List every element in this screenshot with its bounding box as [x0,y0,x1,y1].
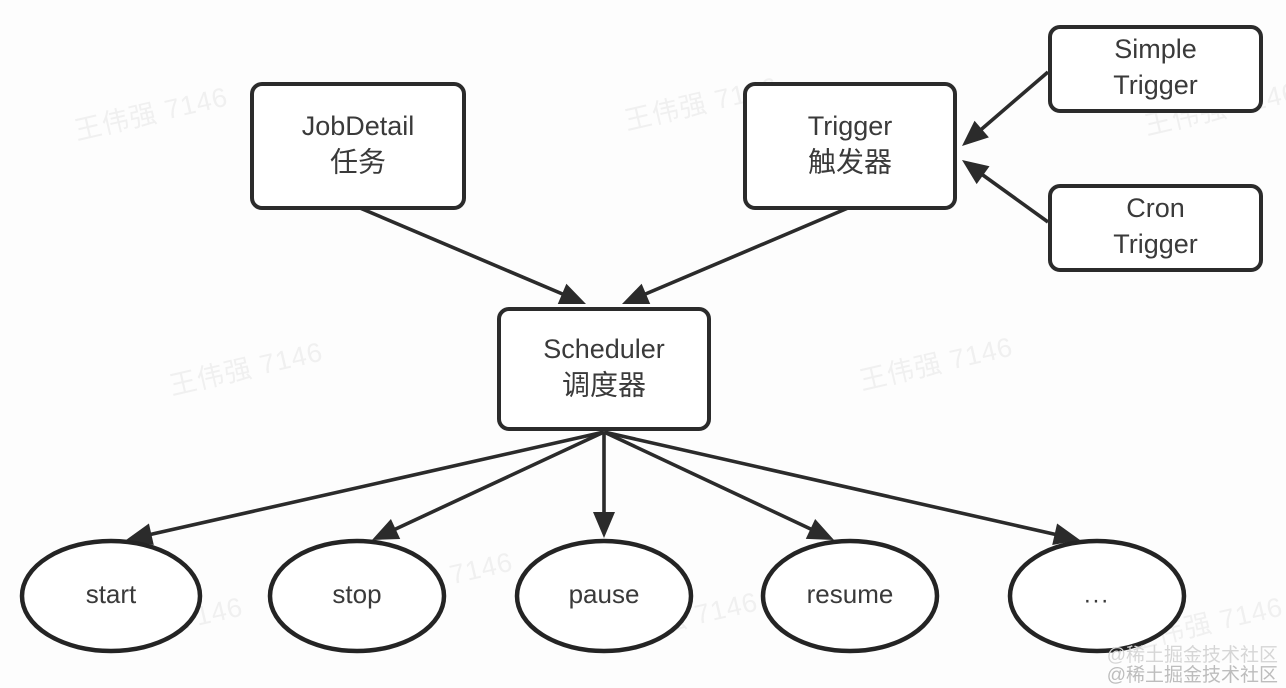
edge-scheduler-to-stop [372,430,605,540]
edge-scheduler-to-start [126,430,605,545]
operation-resume[interactable]: resume [760,538,940,654]
edge-line [603,430,815,533]
node-box-simple-trigger[interactable] [1048,25,1263,113]
arrowhead-icon [962,120,989,146]
operation-ellipse-stop[interactable] [267,538,447,654]
edge-scheduler-to-pause [593,432,615,538]
node-label-trigger-secondary: 触发器 [808,146,892,177]
edge-line [603,430,1059,537]
arrowhead-icon [557,283,586,304]
operation-stop[interactable]: stop [267,538,447,654]
node-label-jobdetail-secondary: 任务 [330,146,386,177]
edge-line [391,430,605,533]
edge-line [147,430,605,537]
operation-ellipse-pause[interactable] [514,538,694,654]
edge-line [641,206,849,298]
edge-jobdetail-to-scheduler [359,206,586,304]
operation-start[interactable]: start [19,538,203,654]
operation-pause[interactable]: pause [514,538,694,654]
arrowhead-icon [962,160,990,185]
node-label-scheduler-secondary: 调度器 [562,369,646,400]
operation-ellipse-resume[interactable] [760,538,940,654]
edge-trigger-to-scheduler [622,206,849,304]
arrowhead-icon [1052,523,1080,545]
edge-simple-to-trigger [962,70,1050,146]
operation-label-pause: pause [569,579,640,609]
operation-ellipse-ellipsis[interactable] [1007,538,1187,654]
edge-scheduler-to-ellipsis [603,430,1080,545]
node-label-simple-trigger-primary: Simple [1114,34,1197,64]
node-label-scheduler-primary: Scheduler [543,334,665,364]
operation-label-ellipsis: ... [1084,581,1110,608]
node-box-trigger[interactable] [743,82,957,210]
node-trigger[interactable]: Trigger 触发器 [743,82,957,210]
arrowhead-icon [593,512,615,538]
node-jobdetail[interactable]: JobDetail 任务 [250,82,466,210]
edge-layer [126,70,1080,545]
edge-line [359,206,567,298]
operation-ellipse-start[interactable] [19,538,203,654]
operation-label-stop: stop [332,579,381,609]
node-box-cron-trigger[interactable] [1048,184,1263,272]
arrowhead-icon [805,518,834,540]
node-box-scheduler[interactable] [497,307,711,431]
edge-line [978,171,1050,224]
edge-line [977,70,1050,134]
edge-cron-to-trigger [962,160,1050,224]
node-box-jobdetail[interactable] [250,82,466,210]
arrowhead-icon [126,523,154,545]
node-label-jobdetail-primary: JobDetail [302,111,415,141]
node-label-simple-trigger-secondary: Trigger [1113,70,1198,100]
operation-layer: start stop pause resume... [19,538,1187,654]
arrowhead-icon [372,519,401,540]
node-scheduler[interactable]: Scheduler 调度器 [497,307,711,431]
node-label-cron-trigger-primary: Cron [1126,193,1185,223]
operation-ellipsis[interactable]: ... [1007,538,1187,654]
node-label-cron-trigger-secondary: Trigger [1113,229,1198,259]
node-layer: JobDetail任务Trigger触发器SimpleTriggerCronTr… [250,25,1263,431]
edge-scheduler-to-resume [603,430,834,540]
operation-label-start: start [86,579,137,609]
arrowhead-icon [622,283,651,304]
node-label-trigger-primary: Trigger [808,111,893,141]
operation-label-resume: resume [807,579,894,609]
